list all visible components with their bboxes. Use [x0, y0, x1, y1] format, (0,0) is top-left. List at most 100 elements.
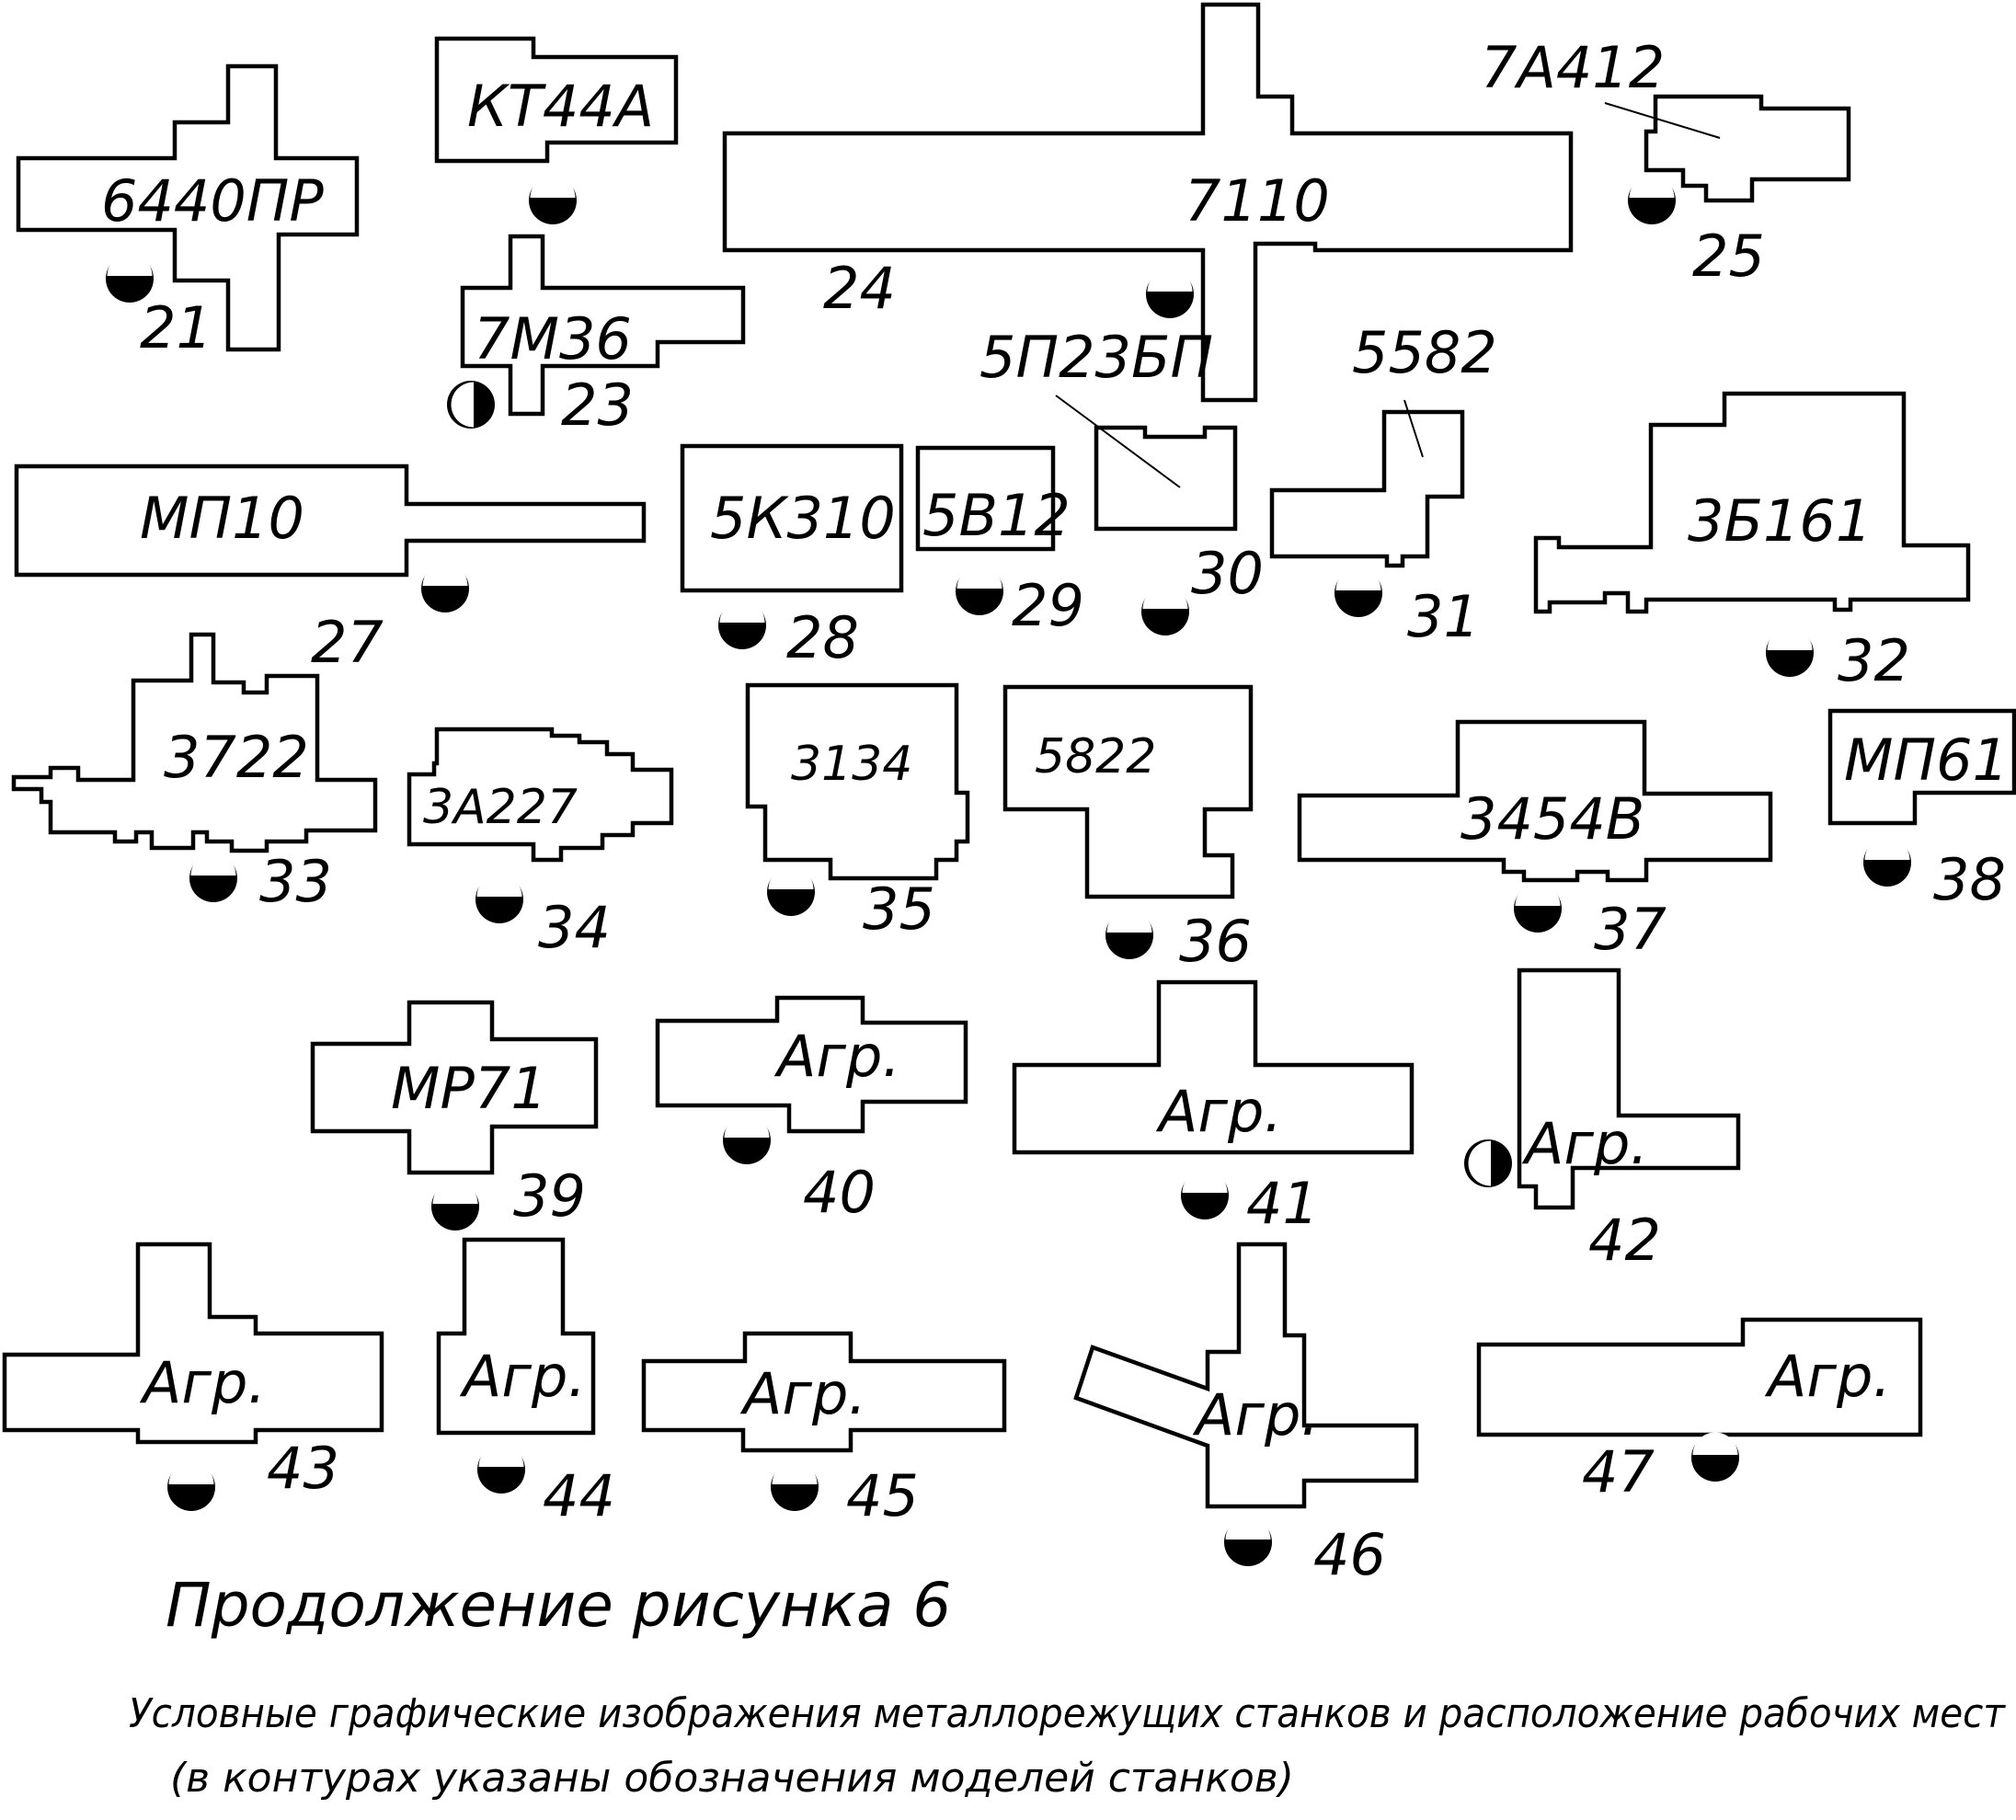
machine-37-outline	[1297, 719, 1773, 883]
machine-36-operator-icon	[1105, 910, 1153, 959]
machine-26: 5П23БП	[979, 324, 1238, 532]
machine-31-leader	[1403, 399, 1424, 458]
machine-36-number: 36	[1179, 908, 1252, 975]
machine-44: Агр. 44	[436, 1237, 615, 1529]
machine-24: 7110 24	[722, 2, 1574, 403]
machine-31-model: 5582	[1352, 319, 1497, 386]
machine-22-outline	[434, 36, 679, 164]
machine-27: МП10 27	[14, 464, 647, 676]
machine-43-outline	[2, 1242, 384, 1445]
machine-44-number: 44	[543, 1462, 615, 1529]
machine-32-operator-icon	[1766, 627, 1814, 677]
machine-29-outline	[915, 445, 1056, 552]
machine-40-operator-icon	[723, 1115, 771, 1164]
machine-32: 3Б161 32	[1533, 391, 1971, 694]
machine-44-model: Агр.	[459, 1343, 586, 1410]
machine-36: 5822 36	[1002, 684, 1254, 975]
machine-26-leader	[1055, 395, 1181, 488]
figure-caption-line2: (в контурах указаны обозначения моделей …	[170, 1755, 1294, 1802]
machine-25-model: 7А412	[1481, 34, 1665, 101]
machine-30: 30	[1141, 540, 1264, 635]
machine-47-operator-icon	[1691, 1432, 1739, 1482]
machine-34-number: 34	[538, 894, 611, 961]
machine-28-model: 5К310	[710, 485, 896, 552]
machine-29-model: 5В12	[922, 482, 1071, 549]
machine-33-model: 3722	[164, 724, 309, 791]
machine-45-outline	[641, 1331, 1007, 1453]
machine-39-outline	[310, 1000, 599, 1175]
machine-26-outline	[1094, 425, 1238, 532]
machine-42-number: 42	[1588, 1207, 1661, 1274]
machine-32-model: 3Б161	[1688, 487, 1872, 555]
machine-31-operator-icon	[1334, 567, 1382, 617]
machine-27-outline	[14, 464, 647, 578]
machine-24-number: 24	[823, 255, 896, 322]
machine-27-model: МП10	[140, 485, 304, 552]
machine-45-operator-icon	[771, 1461, 819, 1511]
machine-35: 3134 35	[745, 682, 970, 943]
machine-38: МП61 38	[1827, 708, 2016, 913]
machine-36-outline	[1002, 684, 1254, 899]
machine-24-operator-icon	[1146, 269, 1194, 318]
machine-23: 7М36 23	[447, 234, 746, 439]
machine-41-outline	[1012, 979, 1415, 1155]
machine-39-model: МР71	[391, 1055, 547, 1122]
machine-45-model: Агр.	[739, 1360, 866, 1427]
machine-43: Агр. 43	[2, 1242, 384, 1511]
machine-39-number: 39	[513, 1162, 586, 1230]
machine-35-operator-icon	[767, 866, 815, 916]
machine-37-model: 3454В	[1460, 785, 1644, 853]
machine-25-operator-icon	[1628, 175, 1676, 224]
machine-24-model: 7110	[1185, 167, 1330, 235]
machine-44-operator-icon	[477, 1444, 525, 1494]
machine-41-operator-icon	[1181, 1170, 1229, 1219]
machine-47-outline	[1476, 1317, 1923, 1437]
machine-37-number: 37	[1594, 896, 1667, 963]
machine-27-operator-icon	[421, 563, 469, 612]
machine-21: 6440ПР 21	[16, 63, 360, 361]
machine-31-outline	[1269, 409, 1465, 568]
machine-29: 5В12 29	[915, 445, 1084, 639]
machine-38-outline	[1827, 708, 2016, 826]
machine-32-number: 32	[1838, 627, 1910, 694]
machine-34: 3А227 34	[407, 727, 674, 961]
machine-35-model: 3134	[791, 737, 912, 792]
machine-33-operator-icon	[189, 853, 237, 902]
machine-40-number: 40	[803, 1159, 876, 1226]
machine-47-number: 47	[1582, 1438, 1655, 1505]
machine-26-model: 5П23БП	[979, 324, 1213, 391]
machine-25-outline	[1644, 94, 1851, 203]
machine-43-number: 43	[267, 1435, 339, 1502]
machine-29-number: 29	[1012, 572, 1084, 639]
machine-35-outline	[745, 682, 970, 881]
machine-30-operator-icon	[1141, 586, 1189, 635]
machine-33-outline	[11, 632, 378, 853]
machine-33: 3722 33	[11, 632, 378, 915]
machine-22-model: КТ44А	[467, 73, 654, 140]
machine-33-number: 33	[259, 848, 332, 915]
machine-38-model: МП61	[1844, 727, 2009, 794]
machine-39: МР71 39	[310, 1000, 599, 1231]
machine-31: 5582 31	[1269, 319, 1497, 650]
machine-36-model: 5822	[1035, 729, 1156, 784]
machine-46-model: Агр.	[1192, 1381, 1319, 1448]
machine-23-number: 23	[561, 372, 634, 439]
machine-41-model: Агр.	[1155, 1078, 1282, 1145]
machine-37: 3454В 37	[1297, 719, 1773, 963]
machine-28: 5К310 28	[680, 443, 904, 671]
machine-28-operator-icon	[718, 600, 766, 649]
machine-45-number: 45	[846, 1462, 919, 1529]
machine-38-operator-icon	[1863, 837, 1911, 887]
machine-21-model: 6440ПР	[101, 167, 324, 235]
figure-title: Продолжение рисунка 6	[166, 1570, 951, 1641]
machine-25: 7А412 25	[1481, 34, 1851, 290]
machine-23-outline	[460, 234, 746, 417]
machine-42-model: Агр.	[1521, 1110, 1648, 1177]
machine-43-model: Агр.	[139, 1349, 266, 1416]
machine-34-outline	[407, 727, 674, 863]
figure-caption-line1: Условные графические изображения металло…	[129, 1690, 2006, 1737]
machine-37-operator-icon	[1514, 883, 1562, 933]
machine-46-operator-icon	[1224, 1517, 1272, 1566]
machine-43-operator-icon	[167, 1461, 215, 1511]
